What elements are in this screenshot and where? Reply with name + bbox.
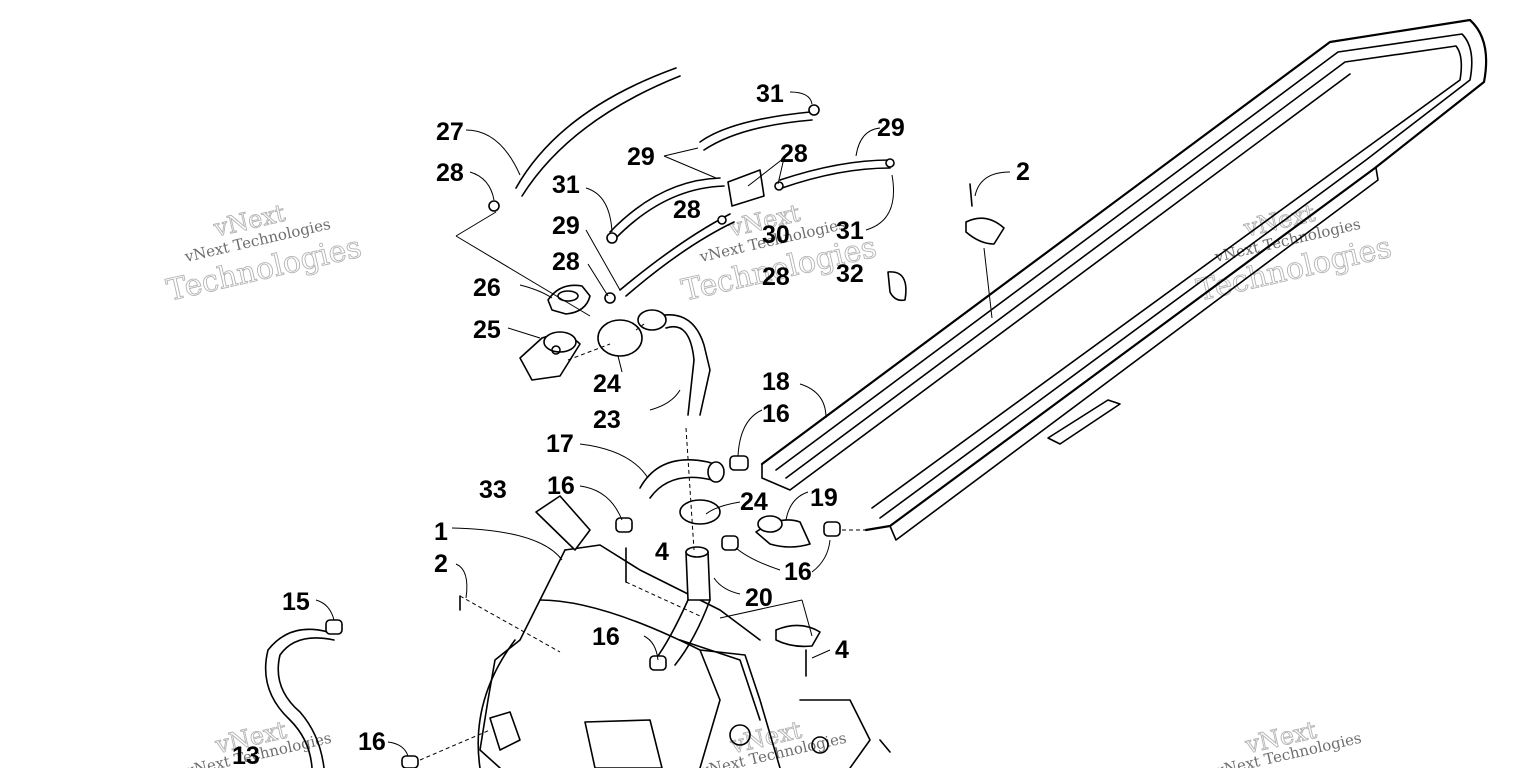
callout-16: 16 bbox=[547, 472, 575, 500]
callout-4: 4 bbox=[835, 636, 849, 664]
callout-26: 26 bbox=[473, 274, 501, 302]
screw bbox=[459, 183, 973, 753]
decal-4 bbox=[775, 624, 821, 648]
hose-19 bbox=[755, 515, 811, 548]
hose-13 bbox=[264, 628, 335, 768]
callout-28: 28 bbox=[762, 263, 790, 291]
callout-28: 28 bbox=[780, 140, 808, 168]
callout-2: 2 bbox=[434, 550, 448, 578]
callout-15: 15 bbox=[282, 588, 310, 616]
callout-24: 24 bbox=[740, 488, 768, 516]
callout-30: 30 bbox=[762, 221, 790, 249]
leader-lines bbox=[315, 91, 1011, 761]
hose-29-right bbox=[779, 159, 891, 189]
radiator-cap bbox=[547, 284, 591, 315]
callout-31: 31 bbox=[836, 217, 864, 245]
callout-16: 16 bbox=[592, 623, 620, 651]
callout-31: 31 bbox=[552, 171, 580, 199]
callout-29: 29 bbox=[877, 114, 905, 142]
filler-neck bbox=[519, 331, 581, 381]
callout-27: 27 bbox=[436, 118, 464, 146]
callout-29: 29 bbox=[627, 143, 655, 171]
callout-13: 13 bbox=[232, 742, 260, 768]
callout-28: 28 bbox=[552, 248, 580, 276]
guard-plate bbox=[535, 495, 591, 551]
callout-1: 1 bbox=[434, 518, 448, 546]
callout-29: 29 bbox=[552, 212, 580, 240]
callout-4: 4 bbox=[655, 538, 669, 566]
callout-32: 32 bbox=[836, 260, 864, 288]
callout-16: 16 bbox=[358, 728, 386, 756]
radiator bbox=[477, 544, 871, 768]
callout-labels: 1 2 2 4 4 13 15 16 16 16 16 16 17 18 19 … bbox=[232, 80, 1030, 768]
hose-29-mid bbox=[609, 177, 725, 241]
heat-exchanger bbox=[760, 18, 1488, 541]
callout-16: 16 bbox=[784, 558, 812, 586]
callout-17: 17 bbox=[546, 430, 574, 458]
callout-28: 28 bbox=[673, 196, 701, 224]
callout-33: 33 bbox=[479, 476, 507, 504]
callout-24: 24 bbox=[593, 370, 621, 398]
hose-29-upper bbox=[699, 111, 813, 151]
callout-31: 31 bbox=[756, 80, 784, 108]
decal-2 bbox=[965, 217, 1005, 245]
hose-17 bbox=[639, 459, 725, 499]
callout-28: 28 bbox=[436, 159, 464, 187]
hose-27 bbox=[515, 67, 681, 197]
callout-16: 16 bbox=[762, 400, 790, 428]
watermark-bottom-right: vNext vNext Technologies bbox=[1213, 715, 1363, 768]
callout-25: 25 bbox=[473, 316, 501, 344]
clamps bbox=[325, 104, 907, 768]
callout-19: 19 bbox=[810, 484, 838, 512]
callout-23: 23 bbox=[593, 406, 621, 434]
hose-upper bbox=[637, 309, 711, 416]
callout-20: 20 bbox=[745, 584, 773, 612]
callout-18: 18 bbox=[762, 368, 790, 396]
hose-20 bbox=[654, 546, 711, 666]
callout-2: 2 bbox=[1016, 158, 1030, 186]
watermark-top-left: vNext vNext Technologies Technologies bbox=[163, 198, 365, 309]
